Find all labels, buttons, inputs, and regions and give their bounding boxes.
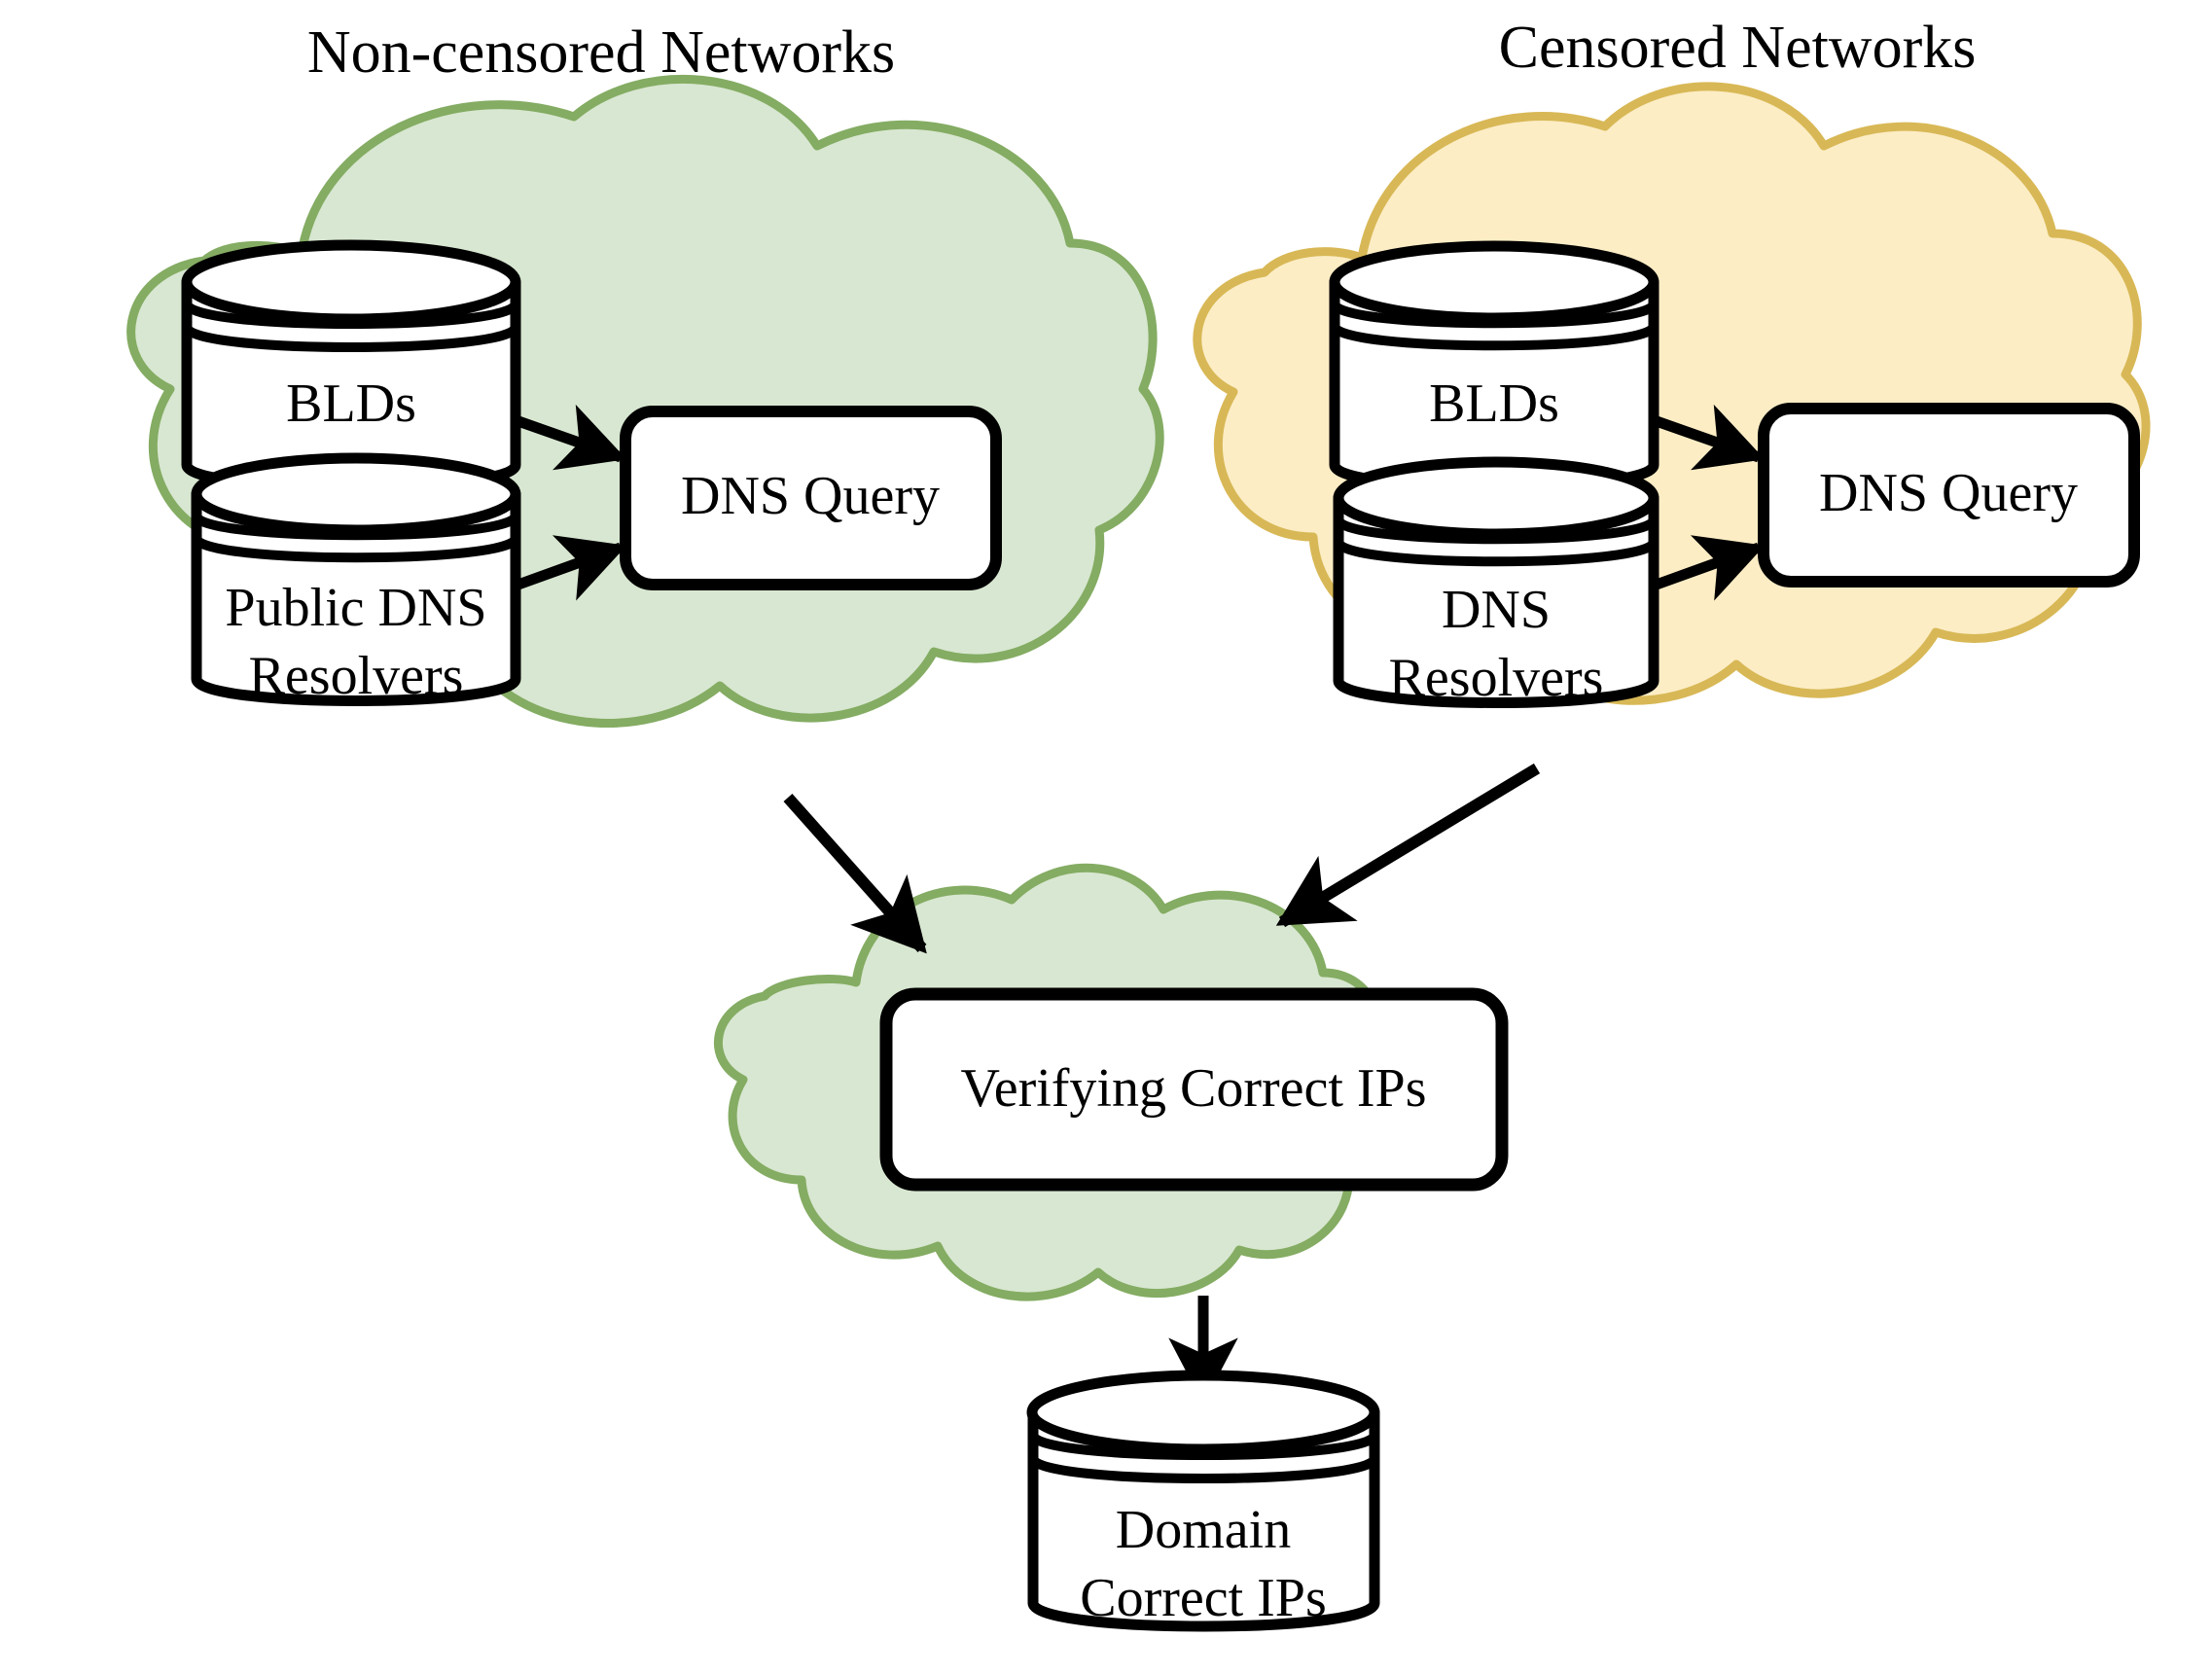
cylinder-ring-1 bbox=[1334, 516, 1659, 545]
node-label-line-1: DNS bbox=[1442, 580, 1551, 640]
node-label-line-1: Public DNS bbox=[225, 578, 486, 638]
edge-left-blds-to-dns-query bbox=[514, 404, 627, 471]
cylinder-ring-2 bbox=[192, 535, 520, 563]
cylinder-top bbox=[1329, 240, 1659, 324]
edge-left-resolvers-to-dns-query bbox=[514, 535, 627, 601]
title-censored-networks: Censored Networks bbox=[1499, 15, 1977, 81]
rounded-rect-shape bbox=[620, 406, 1002, 590]
rounded-rect-shape bbox=[1758, 403, 2140, 588]
edge-censored-to-verification bbox=[1275, 763, 1541, 928]
cylinder-ring-2 bbox=[1028, 1455, 1379, 1483]
node-left-blds[interactable]: BLDs bbox=[181, 239, 521, 492]
node-label: DNS Query bbox=[681, 466, 940, 526]
node-verifying-correct-ips[interactable]: Verifying Correct IPs bbox=[879, 987, 1509, 1192]
edge-right-blds-to-dns-query bbox=[1652, 404, 1766, 471]
cylinder-top bbox=[1333, 456, 1659, 540]
cylinder-ring-2 bbox=[1330, 323, 1659, 351]
cylinder-body bbox=[191, 488, 521, 706]
node-label: DNS Query bbox=[1819, 463, 2078, 523]
node-label-line-2: Resolvers bbox=[249, 646, 464, 706]
node-label: BLDs bbox=[286, 374, 416, 434]
title-non-censored-networks: Non-censored Networks bbox=[307, 19, 895, 86]
cylinder-top bbox=[1026, 1370, 1380, 1455]
node-right-blds[interactable]: BLDs bbox=[1329, 240, 1659, 492]
edge-non-censored-to-verification bbox=[783, 794, 927, 954]
cylinder-ring-1 bbox=[1028, 1432, 1379, 1460]
cylinder-ring-1 bbox=[182, 301, 520, 329]
cylinder-ring-1 bbox=[192, 513, 520, 541]
rounded-rect-shape bbox=[879, 987, 1509, 1192]
node-label-line-1: Domain bbox=[1116, 1500, 1291, 1560]
node-label-line-2: Resolvers bbox=[1389, 648, 1604, 708]
cylinder-body bbox=[1333, 492, 1659, 708]
node-right-resolvers[interactable]: DNS Resolvers bbox=[1333, 456, 1659, 708]
node-label-line-2: Correct IPs bbox=[1080, 1568, 1327, 1628]
node-label: Verifying Correct IPs bbox=[960, 1058, 1426, 1119]
cylinder-body bbox=[1027, 1407, 1380, 1632]
cylinder-ring-2 bbox=[182, 324, 520, 352]
node-left-resolvers[interactable]: Public DNS Resolvers bbox=[191, 452, 521, 706]
cylinder-ring-1 bbox=[1330, 301, 1659, 329]
node-left-dns-query[interactable]: DNS Query bbox=[620, 406, 1002, 590]
cylinder-ring-2 bbox=[1334, 539, 1659, 567]
cylinder-top bbox=[181, 239, 521, 325]
node-right-dns-query[interactable]: DNS Query bbox=[1758, 403, 2140, 588]
node-domain-correct-ips[interactable]: Domain Correct IPs bbox=[1026, 1370, 1380, 1632]
node-label: BLDs bbox=[1429, 374, 1559, 434]
edge-right-resolvers-to-dns-query bbox=[1652, 535, 1766, 601]
cylinder-top bbox=[191, 452, 521, 536]
